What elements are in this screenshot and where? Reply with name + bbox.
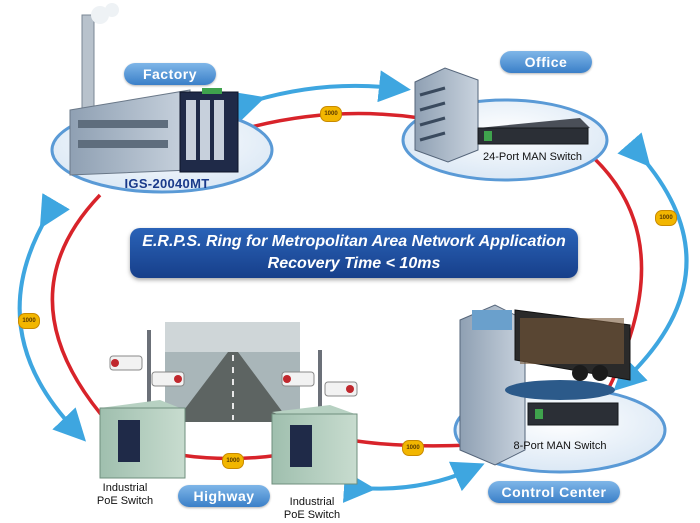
camera-pole-right-icon	[281, 350, 358, 430]
control-center-label: Control Center	[488, 481, 620, 503]
link-speed-badge-highway: 1000	[222, 453, 244, 469]
igs-switch-icon	[179, 88, 239, 173]
highway-left-device-caption: Industrial PoE Switch	[96, 482, 154, 507]
factory-building-icon	[69, 3, 191, 176]
office-device-caption: 24-Port MAN Switch	[482, 151, 583, 163]
highway-photo	[165, 322, 300, 422]
banner-subtitle: Recovery Time < 10ms	[267, 255, 441, 272]
link-speed-badge-right: 1000	[655, 210, 677, 226]
highway-right-device-caption: Industrial PoE Switch	[283, 496, 341, 521]
link-speed-badge-bottom: 1000	[402, 440, 424, 456]
arrow-right	[613, 132, 689, 392]
office-building-icon	[414, 67, 479, 163]
factory-label: Factory	[124, 63, 216, 85]
highway-label: Highway	[178, 485, 270, 507]
cabinet-left-icon	[99, 400, 186, 479]
control-switch-icon	[527, 402, 619, 426]
link-speed-badge-left: 1000	[18, 313, 40, 329]
title-banner: E.R.P.S. Ring for Metropolitan Area Netw…	[130, 228, 578, 278]
control-device-caption: 8-Port MAN Switch	[513, 440, 607, 452]
camera-pole-left-icon	[109, 330, 185, 430]
banner-title: E.R.P.S. Ring for Metropolitan Area Netw…	[142, 233, 566, 250]
cabinet-right-icon	[271, 405, 358, 485]
office-label: Office	[500, 51, 592, 73]
arrow-bottom	[342, 461, 485, 503]
link-speed-badge-top: 1000	[320, 106, 342, 122]
arrow-top	[229, 70, 411, 123]
office-switch-icon	[477, 118, 590, 145]
video-wall-icon	[514, 309, 631, 381]
link-highway-factory	[50, 193, 112, 427]
control-tower-icon	[459, 304, 526, 466]
factory-model-name: IGS-20040MT	[124, 176, 210, 191]
operator-desk-icon	[505, 365, 615, 400]
